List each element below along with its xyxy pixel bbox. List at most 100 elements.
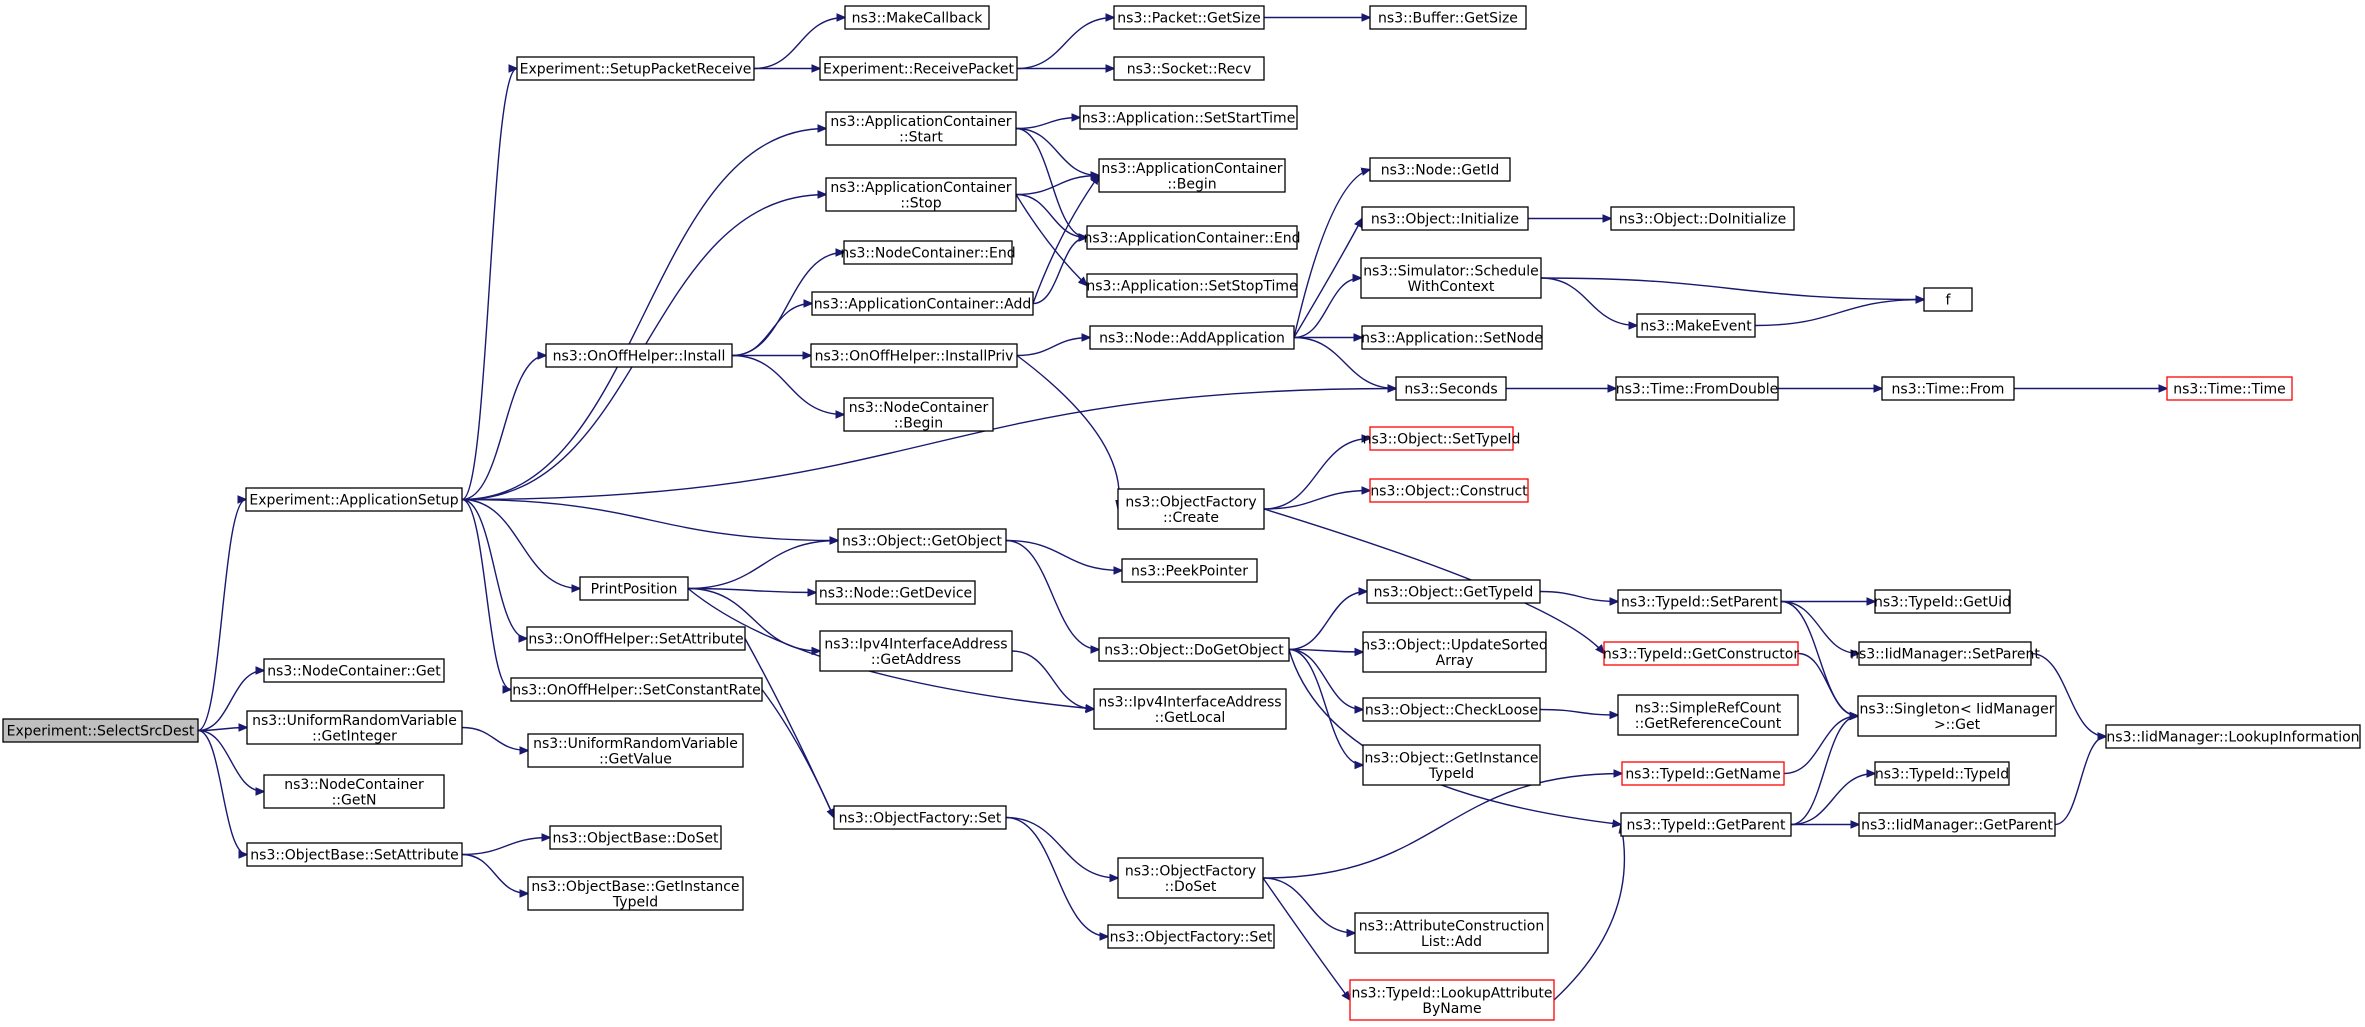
graph-node[interactable]: ns3::SimpleRefCount::GetReferenceCount xyxy=(1617,694,1799,736)
node-box[interactable] xyxy=(1360,257,1542,299)
graph-node[interactable]: ns3::PeekPointer xyxy=(1121,558,1258,583)
graph-node[interactable]: ns3::Application::SetStartTime xyxy=(1079,105,1298,130)
node-box[interactable] xyxy=(1354,912,1549,954)
node-box[interactable] xyxy=(1874,589,2011,614)
node-box[interactable] xyxy=(1617,589,1782,614)
node-box[interactable] xyxy=(815,580,976,605)
graph-node[interactable]: ns3::MakeEvent xyxy=(1636,313,1756,338)
node-box[interactable] xyxy=(1117,488,1265,530)
node-box[interactable] xyxy=(549,825,722,850)
node-box[interactable] xyxy=(1369,157,1511,182)
graph-node[interactable]: ns3::OnOffHelper::SetConstantRate xyxy=(510,677,763,702)
graph-node[interactable]: ns3::IidManager::LookupInformation xyxy=(2105,724,2361,749)
graph-node[interactable]: ns3::Node::GetDevice xyxy=(815,580,976,605)
graph-node[interactable]: ns3::Object::DoInitialize xyxy=(1610,206,1795,231)
graph-node[interactable]: ns3::NodeContainer::GetN xyxy=(263,774,445,809)
node-box[interactable] xyxy=(1098,637,1290,662)
graph-node[interactable]: ns3::ObjectFactory::Set xyxy=(1107,924,1275,949)
node-box[interactable] xyxy=(579,576,689,601)
node-box[interactable] xyxy=(263,774,445,809)
graph-node[interactable]: ns3::NodeContainer::End xyxy=(840,240,1016,265)
node-box[interactable] xyxy=(1086,225,1298,250)
node-box[interactable] xyxy=(246,710,463,745)
node-box[interactable] xyxy=(2166,376,2293,401)
graph-node[interactable]: ns3::ObjectBase::SetAttribute xyxy=(246,842,463,867)
graph-node[interactable]: Experiment::ApplicationSetup xyxy=(245,487,463,512)
node-box[interactable] xyxy=(1366,579,1541,604)
graph-node[interactable]: ns3::Object::Construct xyxy=(1369,478,1529,503)
graph-node[interactable]: Experiment::SetupPacketReceive xyxy=(516,56,755,81)
node-box[interactable] xyxy=(825,111,1017,146)
graph-node[interactable]: ns3::Node::AddApplication xyxy=(1089,325,1295,350)
node-box[interactable] xyxy=(1617,694,1799,736)
node-box[interactable] xyxy=(527,733,744,768)
node-box[interactable] xyxy=(1858,641,2032,666)
node-box[interactable] xyxy=(2,718,199,743)
node-box[interactable] xyxy=(819,630,1013,672)
graph-node[interactable]: ns3::Object::SetTypeId xyxy=(1363,426,1521,451)
node-box[interactable] xyxy=(246,842,463,867)
node-box[interactable] xyxy=(1362,631,1547,673)
node-box[interactable] xyxy=(844,5,990,30)
node-box[interactable] xyxy=(526,626,746,651)
node-box[interactable] xyxy=(1079,105,1298,130)
node-box[interactable] xyxy=(1361,206,1529,231)
node-box[interactable] xyxy=(1093,688,1287,730)
node-box[interactable] xyxy=(1117,857,1264,899)
node-box[interactable] xyxy=(810,343,1018,368)
graph-node[interactable]: ns3::ObjectFactory::Create xyxy=(1117,488,1265,530)
graph-node[interactable]: PrintPosition xyxy=(579,576,689,601)
graph-node[interactable]: ns3::Object::CheckLoose xyxy=(1362,697,1541,722)
graph-node[interactable]: Experiment::SelectSrcDest xyxy=(2,718,199,743)
graph-node[interactable]: ns3::UniformRandomVariable::GetInteger xyxy=(246,710,463,745)
node-box[interactable] xyxy=(1603,641,1799,666)
node-box[interactable] xyxy=(1349,979,1555,1021)
graph-node[interactable]: ns3::ObjectFactory::DoSet xyxy=(1117,857,1264,899)
node-box[interactable] xyxy=(1881,376,2015,401)
node-box[interactable] xyxy=(1107,924,1275,949)
graph-node[interactable]: ns3::OnOffHelper::Install xyxy=(545,343,733,368)
graph-node[interactable]: ns3::Ipv4InterfaceAddress::GetAddress xyxy=(819,630,1013,672)
graph-node[interactable]: ns3::IidManager::SetParent xyxy=(1850,641,2040,666)
graph-node[interactable]: ns3::OnOffHelper::SetAttribute xyxy=(526,626,746,651)
node-box[interactable] xyxy=(1098,158,1286,193)
node-box[interactable] xyxy=(1858,812,2056,837)
node-box[interactable] xyxy=(1086,273,1298,298)
graph-node[interactable]: ns3::ObjectFactory::Set xyxy=(833,805,1007,830)
graph-node[interactable]: ns3::ApplicationContainer::End xyxy=(1084,225,1301,250)
graph-node[interactable]: ns3::UniformRandomVariable::GetValue xyxy=(527,733,744,768)
graph-node[interactable]: ns3::ApplicationContainer::Start xyxy=(825,111,1017,146)
graph-node[interactable]: ns3::OnOffHelper::InstallPriv xyxy=(810,343,1018,368)
graph-node[interactable]: ns3::NodeContainer::Begin xyxy=(843,397,994,432)
node-box[interactable] xyxy=(1361,325,1543,350)
node-box[interactable] xyxy=(843,397,994,432)
node-box[interactable] xyxy=(1369,426,1514,451)
node-box[interactable] xyxy=(1369,5,1527,30)
graph-node[interactable]: ns3::ApplicationContainer::Begin xyxy=(1098,158,1286,193)
graph-node[interactable]: ns3::ApplicationContainer::Add xyxy=(811,291,1034,316)
graph-node[interactable]: ns3::Socket::Recv xyxy=(1113,56,1265,81)
node-box[interactable] xyxy=(1620,812,1792,837)
node-box[interactable] xyxy=(833,805,1007,830)
node-box[interactable] xyxy=(1636,313,1756,338)
node-box[interactable] xyxy=(825,177,1017,212)
graph-node[interactable]: ns3::Application::SetStopTime xyxy=(1086,273,1298,298)
graph-node[interactable]: ns3::NodeContainer::Get xyxy=(263,658,445,683)
graph-node[interactable]: ns3::ApplicationContainer::Stop xyxy=(825,177,1017,212)
graph-node[interactable]: ns3::IidManager::GetParent xyxy=(1858,812,2056,837)
graph-node[interactable]: ns3::Object::DoGetObject xyxy=(1098,637,1290,662)
graph-node[interactable]: f xyxy=(1923,287,1973,312)
node-box[interactable] xyxy=(811,291,1034,316)
graph-node[interactable]: ns3::Packet::GetSize xyxy=(1113,5,1265,30)
node-box[interactable] xyxy=(1610,206,1795,231)
node-box[interactable] xyxy=(1621,761,1785,786)
graph-node[interactable]: ns3::TypeId::GetParent xyxy=(1620,812,1792,837)
node-box[interactable] xyxy=(843,240,1013,265)
node-box[interactable] xyxy=(1113,5,1265,30)
graph-node[interactable]: ns3::TypeId::GetConstructor xyxy=(1603,641,1799,666)
